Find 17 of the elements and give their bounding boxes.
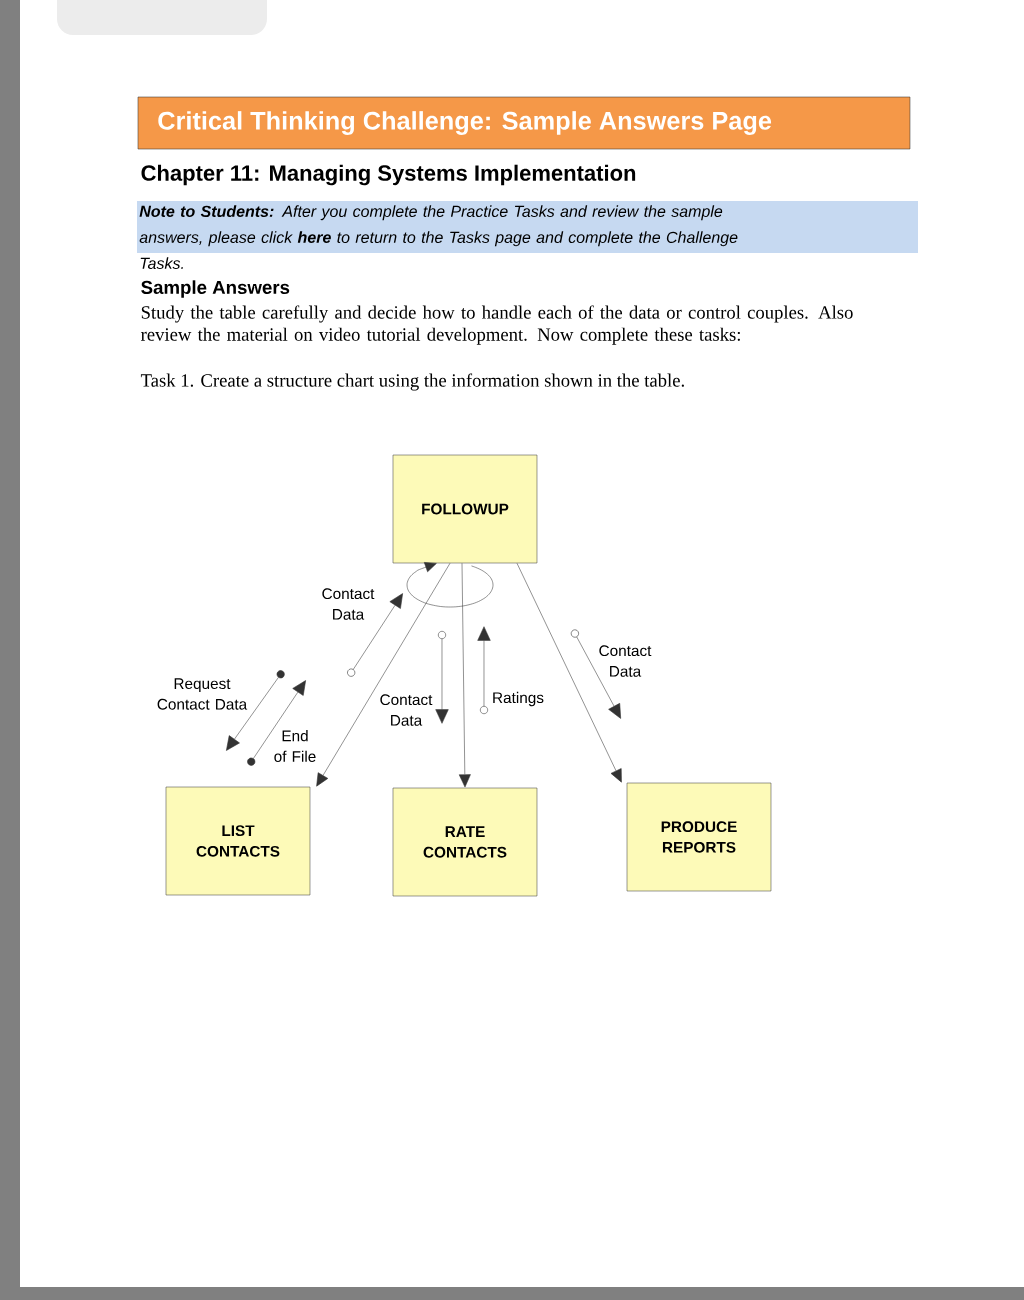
body-paragraph: Study the table carefully and decide how to handle each of the data or control couples. Also review the material on video tutorial development. Now complete these tasks:	[141, 305, 853, 345]
loop-arrow	[406, 562, 494, 608]
title-banner: Critical Thinking Challenge: Sample Answers Page	[137, 96, 911, 150]
module-box: FOLLOWUP	[392, 454, 538, 564]
note-box: Note to Students: After you complete the Practice Tasks and review the sample answers, please click here to return to the Tasks page and complete the Challenge Tasks.	[137, 201, 918, 269]
task-text: Task 1. Create a structure chart using the information shown in the table.	[140, 373, 684, 391]
module-box: PRODUCE REPORTS	[626, 782, 772, 892]
couple-label: Contact Data	[599, 645, 652, 677]
couple-label: Request Contact Data	[157, 678, 248, 710]
couple-label: End of File	[274, 730, 316, 762]
couple-label: Ratings	[493, 691, 544, 707]
module-box: LIST CONTACTS	[165, 786, 311, 896]
module-box: RATE CONTACTS	[392, 787, 538, 897]
couple-label: Contact Data	[322, 588, 375, 620]
section-heading: Sample Answers	[141, 280, 290, 298]
chapter-heading: Chapter 11: Managing Systems Implementation	[141, 164, 636, 186]
couple-label: Contact Data	[380, 694, 433, 726]
